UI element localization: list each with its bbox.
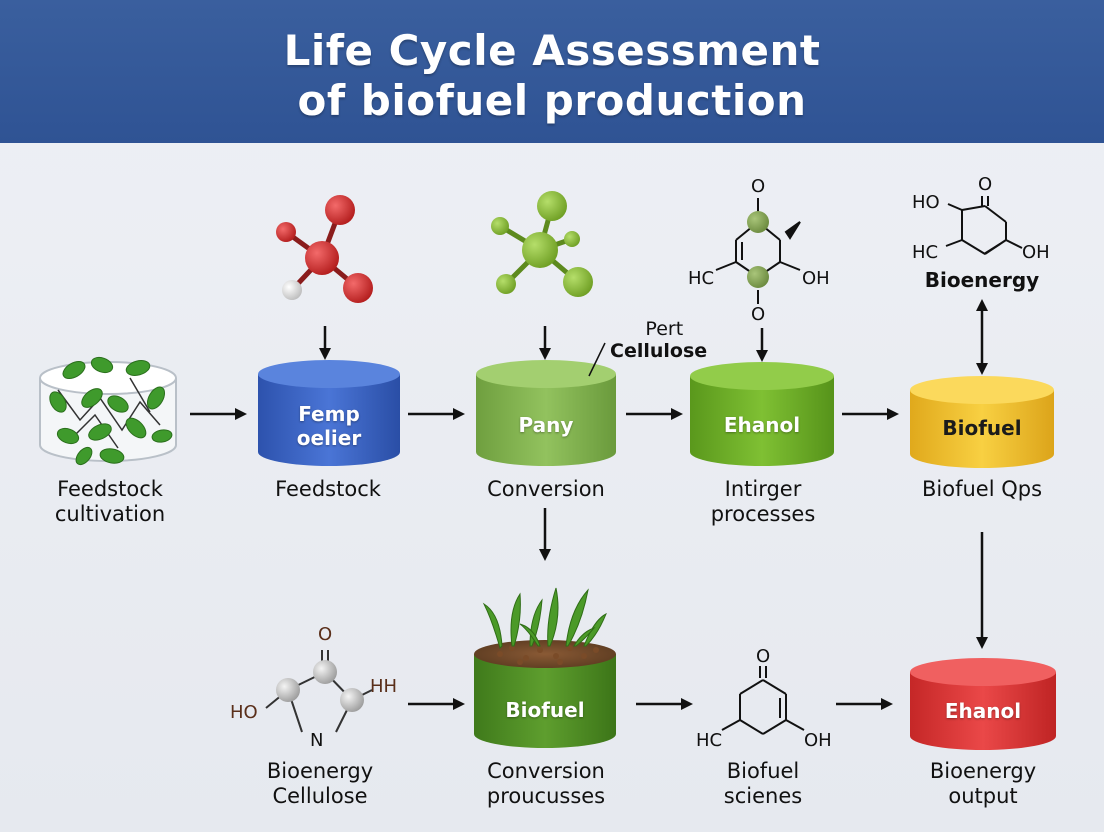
label-biofuel-scienes: Biofuel scienes bbox=[663, 759, 863, 809]
chem-hh-label: HH bbox=[370, 676, 398, 697]
atom-icon bbox=[747, 211, 769, 233]
annotation-line: Cellulose bbox=[610, 340, 708, 362]
label-intirger-processes: Intirger processes bbox=[663, 477, 863, 527]
tank-ethanol-bottom bbox=[910, 658, 1056, 750]
tank-feedstock-label: Femp oelier bbox=[249, 402, 409, 450]
label-feedstock-cultivation: Feedstock cultivation bbox=[10, 477, 210, 527]
flow-arrows bbox=[190, 299, 988, 710]
chem-oh-label: OH bbox=[1022, 242, 1050, 263]
tank-biofuel-top-label: Biofuel bbox=[942, 416, 1022, 440]
label-bioenergy-output: Bioenergy output bbox=[883, 759, 1083, 809]
label-line: Conversion bbox=[487, 759, 605, 783]
annotation-line: Pert bbox=[645, 318, 684, 340]
tank-conversion-label: Pany bbox=[518, 413, 574, 437]
label-line: Bioenergy bbox=[929, 759, 1037, 783]
molecule-ring-icon-4 bbox=[945, 196, 1023, 255]
label-line: proucusses bbox=[486, 784, 606, 808]
title-line-2: of biofuel production bbox=[297, 76, 807, 125]
chem-o-label: O bbox=[978, 174, 993, 195]
glass-container-icon bbox=[39, 356, 177, 466]
chem-o-label: O bbox=[751, 176, 766, 197]
molecule-ring-icon-6 bbox=[721, 666, 805, 735]
chem-hc-label: HC bbox=[912, 242, 939, 263]
label-bioenergy-top: Bioenergy bbox=[924, 268, 1040, 292]
tank-ethanol-top-label: Ehanol bbox=[723, 413, 801, 437]
label-line: output bbox=[948, 784, 1018, 808]
label-bioenergy-cellulose: Bioenergy Cellulose bbox=[220, 759, 420, 809]
annotation-pointer bbox=[588, 342, 606, 377]
tank-conversion bbox=[476, 360, 616, 466]
label-line: Bioenergy bbox=[266, 759, 374, 783]
tank-feedstock bbox=[258, 360, 400, 466]
tank-ethanol-bottom-label: Ehanol bbox=[944, 699, 1022, 723]
label-line: processes bbox=[710, 502, 816, 526]
chem-ho-label: HO bbox=[230, 702, 258, 723]
title-banner: Life Cycle Assessment of biofuel product… bbox=[0, 0, 1104, 143]
molecule-gray-icon bbox=[265, 650, 373, 733]
molecule-green-icon bbox=[491, 191, 593, 297]
tank-biofuel-bottom bbox=[474, 640, 616, 748]
label-conversion: Conversion bbox=[487, 477, 605, 501]
chem-hc-label: HC bbox=[688, 268, 715, 289]
label-line: Intirger bbox=[724, 477, 802, 501]
chem-hc-label: HC bbox=[696, 730, 723, 751]
chem-ho-label: HO bbox=[912, 192, 940, 213]
tank-label-line: oelier bbox=[296, 426, 362, 450]
label-feedstock: Feedstock bbox=[275, 477, 381, 501]
chem-o-label: O bbox=[751, 304, 766, 325]
atom-icon bbox=[747, 266, 769, 288]
annotation-pert-cellulose: Pert Cellulose bbox=[610, 318, 707, 362]
molecule-red-icon bbox=[276, 195, 373, 303]
tank-ethanol-top bbox=[690, 362, 834, 466]
label-line: Biofuel bbox=[726, 759, 800, 783]
tank-biofuel-bottom-label: Biofuel bbox=[505, 698, 585, 722]
chem-n-label: N bbox=[310, 730, 324, 751]
tank-label-line: Femp bbox=[298, 402, 360, 426]
label-line: Feedstock bbox=[57, 477, 163, 501]
chem-oh-label: OH bbox=[804, 730, 832, 751]
plant-sprout-icon bbox=[482, 587, 607, 649]
chem-oh-label: OH bbox=[802, 268, 830, 289]
label-line: cultivation bbox=[54, 502, 166, 526]
label-line: Cellulose bbox=[272, 784, 368, 808]
label-line: scienes bbox=[723, 784, 803, 808]
label-biofuel-qps: Biofuel Qps bbox=[921, 477, 1043, 501]
tank-biofuel-top bbox=[910, 376, 1054, 468]
title-line-1: Life Cycle Assessment bbox=[283, 26, 821, 75]
label-conversion-proucusses: Conversion proucusses bbox=[446, 759, 646, 809]
chem-o-label: O bbox=[756, 646, 771, 667]
chem-o-label: O bbox=[318, 624, 333, 645]
